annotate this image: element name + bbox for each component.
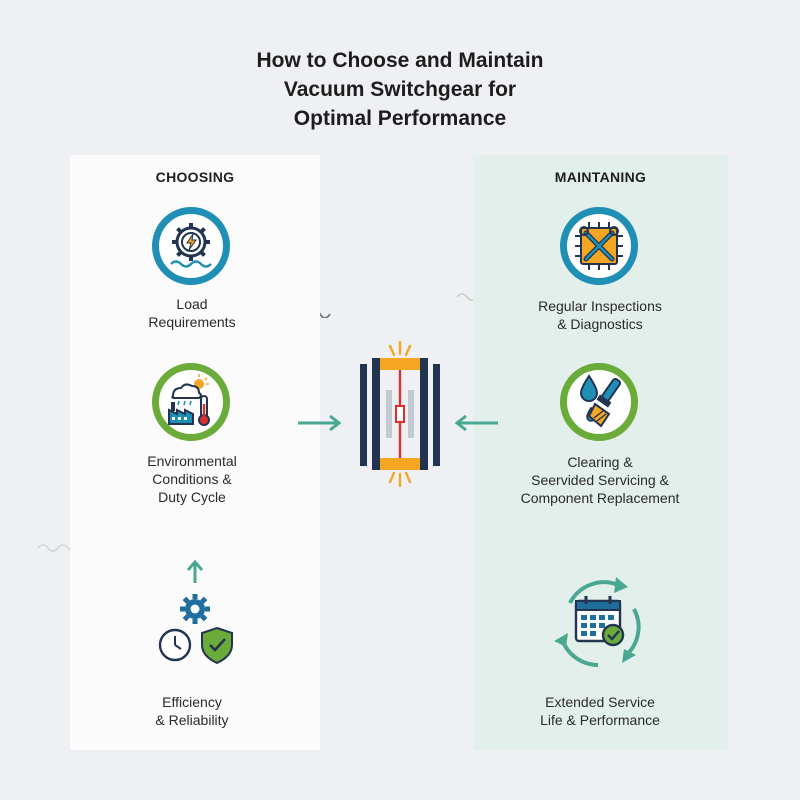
title-line-3: Optimal Performance	[293, 107, 507, 130]
caption-line: Requirements	[148, 314, 236, 330]
vacuum-interrupter-icon	[360, 340, 440, 488]
drop-brush-icon	[579, 374, 621, 428]
cleaning-servicing-badge	[560, 363, 638, 441]
inspections-caption: Regular Inspections & Diagnostics	[500, 297, 700, 333]
maintaining-panel: MAINTANING Regular Inspections & D	[473, 155, 728, 750]
gear-lightning-icon	[170, 223, 212, 268]
maintaining-heading: MAINTANING	[554, 169, 647, 185]
choosing-panel: CHOOSING Load Requirements	[70, 155, 320, 750]
caption-line: Load	[176, 296, 208, 312]
cleaning-servicing-caption: Clearing & Seervided Servicing & Compone…	[500, 453, 700, 507]
environmental-conditions-caption: Environmental Conditions & Duty Cycle	[92, 452, 292, 506]
caption-line: Life & Performance	[540, 712, 660, 728]
page-title: How to Choose and Maintain Vacuum Switch…	[0, 46, 800, 133]
inspections-badge	[560, 207, 638, 285]
factory-weather-icon	[168, 374, 210, 426]
caption-line: Extended Service	[545, 694, 655, 710]
load-requirements-badge	[152, 207, 230, 285]
caption-line: & Reliability	[155, 712, 229, 728]
extended-life-caption: Extended Service Life & Performance	[500, 693, 700, 729]
caption-line: Environmental	[147, 453, 237, 469]
title-line-1: How to Choose and Maintain	[256, 49, 544, 72]
gear-clock-shield-icon	[158, 559, 233, 665]
title-line-2: Vacuum Switchgear for	[283, 78, 517, 101]
arrow-left-icon	[454, 414, 498, 432]
caption-line: Conditions &	[152, 471, 232, 487]
caption-line: Duty Cycle	[158, 489, 226, 505]
caption-line: Clearing &	[567, 454, 633, 470]
caption-line: & Diagnostics	[557, 316, 643, 332]
caption-line: Seervided Servicing &	[531, 472, 669, 488]
caption-line: Efficiency	[162, 694, 222, 710]
efficiency-reliability-caption: Efficiency & Reliability	[92, 693, 292, 729]
environmental-conditions-badge	[152, 363, 230, 441]
caption-line: Component Replacement	[520, 490, 680, 506]
wrench-chip-icon	[575, 222, 623, 270]
calendar-cycle-icon	[554, 577, 641, 667]
load-requirements-caption: Load Requirements	[92, 295, 292, 331]
caption-line: Regular Inspections	[538, 298, 662, 314]
arrow-right-icon	[298, 414, 342, 432]
choosing-heading: CHOOSING	[155, 169, 235, 185]
